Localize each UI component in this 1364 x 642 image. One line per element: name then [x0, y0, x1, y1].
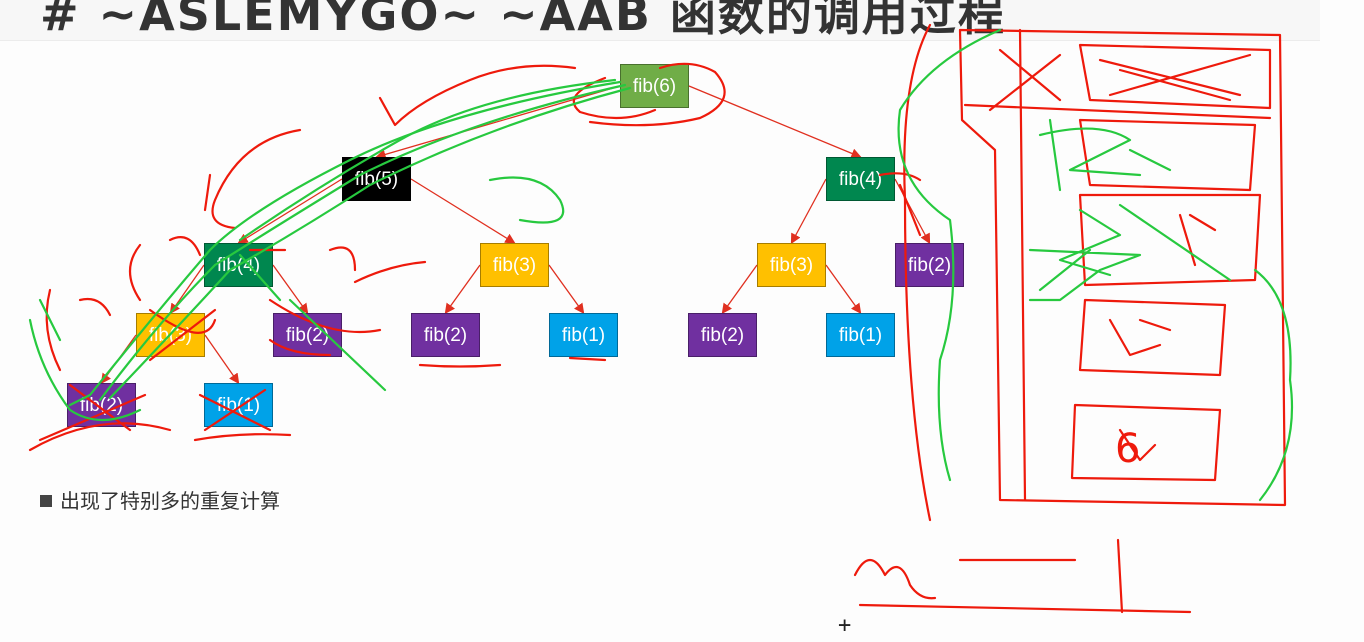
node-n1b: fib(1) — [826, 313, 895, 357]
edge-n3b-n2c — [721, 264, 758, 315]
header-band: # ~ASLEMYGO~ ~AAB 函数的调用过程 — [0, 0, 1320, 41]
handwritten-one — [1116, 538, 1124, 614]
slide-title: # ~ASLEMYGO~ ~AAB 函数的调用过程 — [40, 0, 1006, 41]
bullet-text: 出现了特别多的重复计算 — [60, 489, 280, 513]
green-stack-wave — [897, 28, 1122, 482]
bullet-square-icon — [40, 495, 52, 507]
edge-n3a-n2b — [444, 264, 481, 315]
edge-n6-n4r — [688, 85, 862, 159]
node-n1a: fib(1) — [549, 313, 618, 357]
node-n6: fib(6) — [620, 64, 689, 108]
node-n3a: fib(3) — [480, 243, 549, 287]
edge-n3b-n1b — [825, 264, 862, 315]
edge-n4r-n3b — [790, 178, 827, 245]
green-call-path-1 — [68, 80, 622, 407]
edge-n6-n5 — [375, 85, 621, 160]
edge-n5-n3a — [410, 178, 516, 244]
stack-number-6: 6 — [1115, 426, 1140, 472]
node-n2c: fib(2) — [688, 313, 757, 357]
node-n3b: fib(3) — [757, 243, 826, 287]
edge-n3a-n1a — [548, 264, 585, 315]
bullet-note: 出现了特别多的重复计算 — [40, 485, 280, 514]
crosshair-cursor-icon: + — [838, 613, 852, 638]
node-n2b: fib(2) — [411, 313, 480, 357]
edge-n5-n4l — [237, 178, 343, 244]
red-ink — [28, 23, 1287, 614]
edge-n3c-n1c — [204, 334, 240, 385]
green-ink — [28, 28, 1294, 502]
edge-n4l-n2a — [272, 264, 309, 315]
handwritten-n — [853, 558, 937, 600]
stack-left-wall — [903, 23, 932, 522]
stack-outline — [958, 28, 1287, 507]
node-n4r: fib(4) — [826, 157, 895, 201]
